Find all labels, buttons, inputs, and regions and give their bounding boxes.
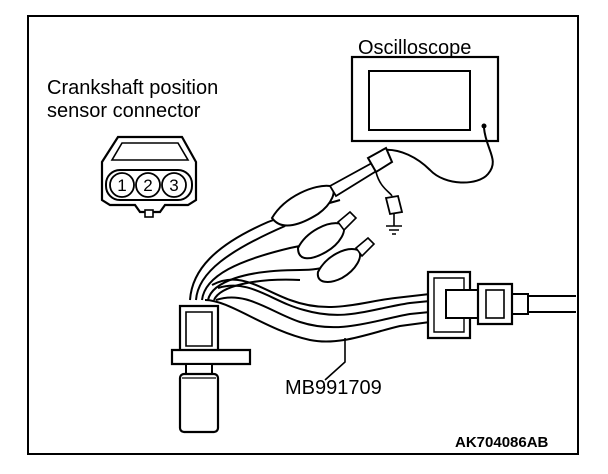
oscilloscope-probe-icon: [366, 146, 394, 197]
vehicle-harness-connector: [426, 270, 576, 340]
alligator-clip-1: [270, 161, 380, 227]
crankshaft-sensor-connector-icon: [100, 135, 198, 218]
ground-clip-icon: [384, 194, 404, 235]
alligator-clip-3: [316, 236, 376, 283]
connector-label-line2: sensor connector: [47, 100, 201, 122]
connector-pin-2-label: 2: [143, 176, 153, 195]
oscilloscope: [350, 55, 500, 184]
figure-id-label: AK704086AB: [455, 434, 549, 451]
oscilloscope-label: Oscilloscope: [358, 37, 472, 59]
connector-pin-3-label: 3: [169, 176, 179, 195]
alligator-clip-2: [296, 210, 358, 260]
connector-pin-1-label: 1: [117, 176, 127, 195]
tool-part-number-label: MB991709: [285, 377, 382, 399]
connector-label-line1: Crankshaft position: [47, 77, 219, 99]
crankshaft-position-sensor: [170, 304, 252, 434]
